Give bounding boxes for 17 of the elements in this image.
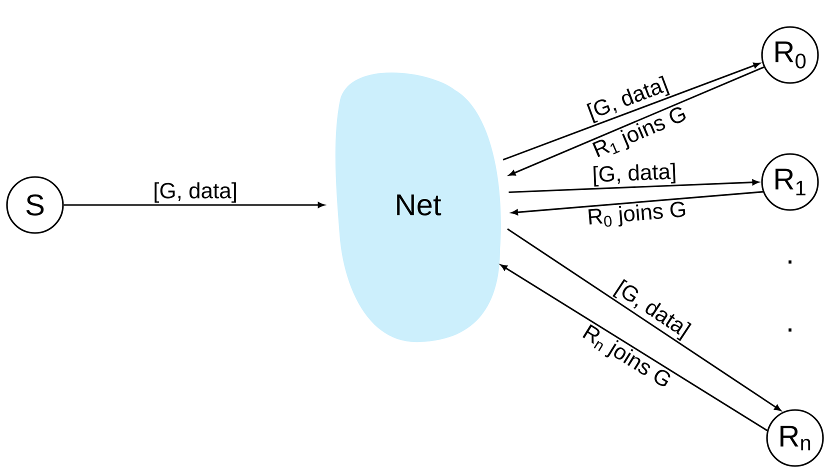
ellipsis-dot: . <box>788 260 792 264</box>
circle-node: R$_{0}$ <box>761 26 819 84</box>
cloud: Net <box>335 72 501 342</box>
arrow <box>507 228 781 411</box>
circle-node: R$_{n}$ <box>766 409 824 467</box>
arrow <box>508 179 759 194</box>
arrow <box>502 62 760 161</box>
circle-node: R$_{1}$ <box>761 153 819 211</box>
edge-label: [G, data] <box>593 162 676 187</box>
arrow <box>64 202 324 208</box>
arrow <box>500 264 768 432</box>
edge-label: [G, data] <box>154 182 236 203</box>
ellipsis-dot: . <box>788 328 792 332</box>
edge-label: R$_{0}$ joins G <box>588 202 686 227</box>
circle-node: S <box>6 176 64 234</box>
arrow <box>508 66 764 176</box>
arrow <box>511 191 764 216</box>
